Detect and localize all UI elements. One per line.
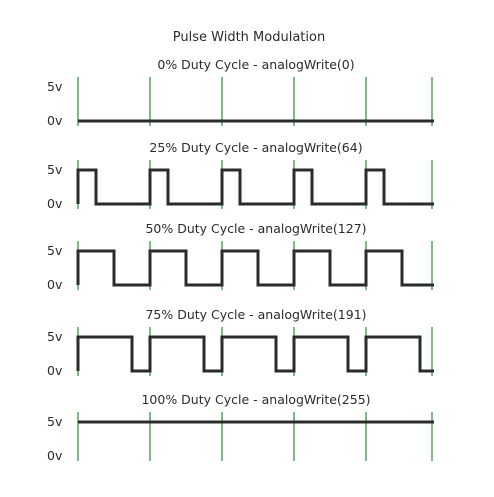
panel-title: 50% Duty Cycle - analogWrite(127) <box>145 221 366 236</box>
pwm-waveform <box>76 168 434 206</box>
label-5v: 5v <box>47 243 63 258</box>
label-0v: 0v <box>47 277 63 292</box>
pwm-waveform <box>76 335 434 373</box>
panel-title: 75% Duty Cycle - analogWrite(191) <box>145 307 366 322</box>
figure-title: Pulse Width Modulation <box>173 30 325 45</box>
label-5v: 5v <box>47 162 63 177</box>
pwm-panel-25: 25% Duty Cycle - analogWrite(64) 5v 0v <box>47 140 434 211</box>
label-5v: 5v <box>47 329 63 344</box>
label-0v: 0v <box>47 363 63 378</box>
pwm-panel-0: 0% Duty Cycle - analogWrite(0) 5v 0v <box>47 57 434 128</box>
pwm-panel-75: 75% Duty Cycle - analogWrite(191) 5v 0v <box>47 307 434 378</box>
label-5v: 5v <box>47 79 63 94</box>
pwm-panel-100: 100% Duty Cycle - analogWrite(255) 5v 0v <box>47 392 434 463</box>
pwm-waveform <box>76 249 434 287</box>
label-0v: 0v <box>47 196 63 211</box>
panel-title: 25% Duty Cycle - analogWrite(64) <box>149 140 362 155</box>
label-0v: 0v <box>47 448 63 463</box>
panel-title: 100% Duty Cycle - analogWrite(255) <box>141 392 370 407</box>
label-0v: 0v <box>47 113 63 128</box>
panel-title: 0% Duty Cycle - analogWrite(0) <box>157 57 354 72</box>
label-5v: 5v <box>47 414 63 429</box>
pwm-panel-50: 50% Duty Cycle - analogWrite(127) 5v 0v <box>47 221 434 292</box>
